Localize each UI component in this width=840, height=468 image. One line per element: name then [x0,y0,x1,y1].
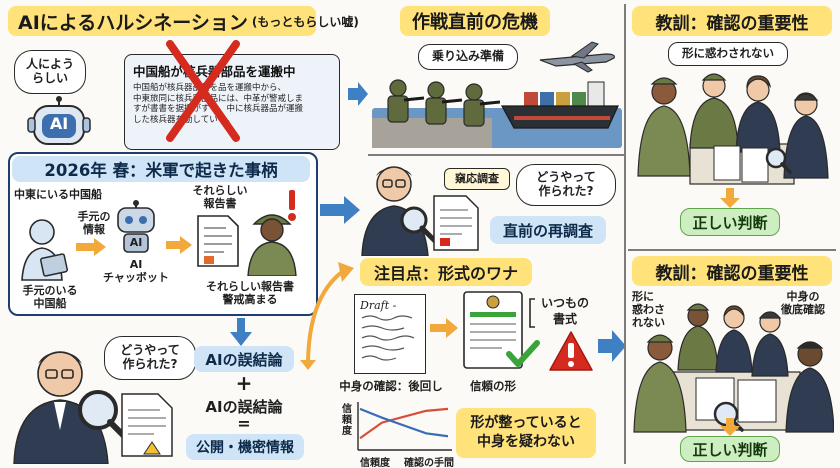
incident-ship-label: 中東にいる中国船 [14,188,102,201]
arrow-down-icon [720,188,740,208]
trust-form-label: 信頼の形 [470,379,516,393]
ai-robot-icon [27,96,91,145]
check-mark-icon [506,340,540,367]
cargo-ship-icon [500,81,619,129]
arrow-down-icon [230,318,252,346]
recheck-bubble: どうやって 作られた? [516,164,616,206]
content-check-label: 中身の確認：後回し [339,379,443,393]
section-divider [368,154,624,156]
bottom-left-bubble: どうやって 作られた? [104,336,196,380]
red-cross-icon [166,40,240,142]
soldiers-aiming-icon [387,79,500,127]
soldier-icon [247,214,297,276]
ai-chatbot-badge: AI [129,236,143,249]
robot-speech-bubble: 人によう らしい [14,50,86,94]
lesson2-left-note: 形に 惑わさ れない [632,290,665,330]
ai-chatbot-label: AI チャッボット [103,258,169,285]
team-meeting-icon [637,73,829,185]
title-main: AIによるハルシネーション [18,11,248,34]
equation-plus: + [235,371,253,395]
lesson2-right-note: 中身の 徹底確認 [781,290,825,317]
arrow-right-icon [430,318,458,338]
bracket-icon [529,298,535,328]
team-review-icon [633,303,834,433]
trust-chart-ylabel: 信 頼 度 [342,404,352,437]
crisis-title: 作戦直前の危機 [400,6,550,36]
chart-series-line-0 [359,407,449,440]
arrow-right-icon [76,238,106,256]
exclamation-icon [288,190,296,221]
fake-report-line: 中東旅同に核兵器部品には、中革が警戒しま [133,93,304,104]
arrow-down-icon [720,418,740,436]
curved-arrow-icon [300,262,354,370]
trust-chart [357,402,452,451]
lesson1-bubble: 形に惑わされない [668,42,788,66]
warning-triangle-icon [549,331,593,371]
alert-raised-label: それらしい報告書 警戒高まる [206,280,294,307]
report-document-icon [197,215,239,267]
arrow-right-icon [348,82,368,106]
page-title: AIによるハルシネーション (もっともらしい嘘) [8,6,359,36]
airplane-icon [539,41,615,73]
arrow-right-icon [598,330,626,362]
official-document-icon [463,291,523,369]
chart-xlabel-1: 信頼度 [360,458,390,468]
investigator-magnifier-icon [13,351,131,464]
arrow-right-icon [320,196,360,224]
holder-ship-label: 手元のいる 中国船 [22,284,78,311]
lesson1-title: 教訓：確認の重要性 [632,6,832,36]
section-divider [628,249,836,251]
recheck-tag: 窺応調査 [444,168,510,190]
lesson2-result: 正しい判断 [680,436,780,462]
draft-card: Draft - [354,294,426,374]
equation-line-3: 公開・機密情報 [186,434,304,460]
crisis-bubble: 乗り込み準備 [418,44,518,70]
recheck-label: 直前の再調査 [490,216,606,244]
trap-warning: 形が整っていると 中身を疑わない [456,408,596,458]
plausible-report-label: それらしい 報告書 [192,184,248,211]
investigator-icon [361,166,439,256]
document-icon [121,393,173,457]
title-sub: (もっともらしい嘘) [251,14,359,29]
draft-word: Draft - [360,299,397,312]
robot-badge: AI [49,114,69,133]
ai-chatbot-robot-icon [117,200,155,253]
arrow-right-icon [166,236,192,254]
chart-series-line-1 [359,407,449,438]
chart-xlabel-2: 確認の手間 [404,458,454,468]
incident-title: 2026年 春：米軍で起きた事柄 [12,156,310,182]
equation-line-2: AIの誤結論 [205,398,283,416]
equation-equals: = [237,414,251,433]
trap-title: 注目点：形式のワナ [360,258,532,286]
lesson1-result: 正しい判断 [680,208,780,236]
lesson2-title: 教訓：確認の重要性 [632,256,832,286]
usual-format-label: いつもの 書式 [540,296,589,326]
equation-line-1: AIの誤結論 [194,346,294,372]
scribble-lines [361,315,415,361]
document-icon [433,195,479,251]
incident-info-label: 手元の 情報 [77,210,111,237]
person-with-tablet-icon [21,219,68,281]
section-divider [624,4,626,464]
